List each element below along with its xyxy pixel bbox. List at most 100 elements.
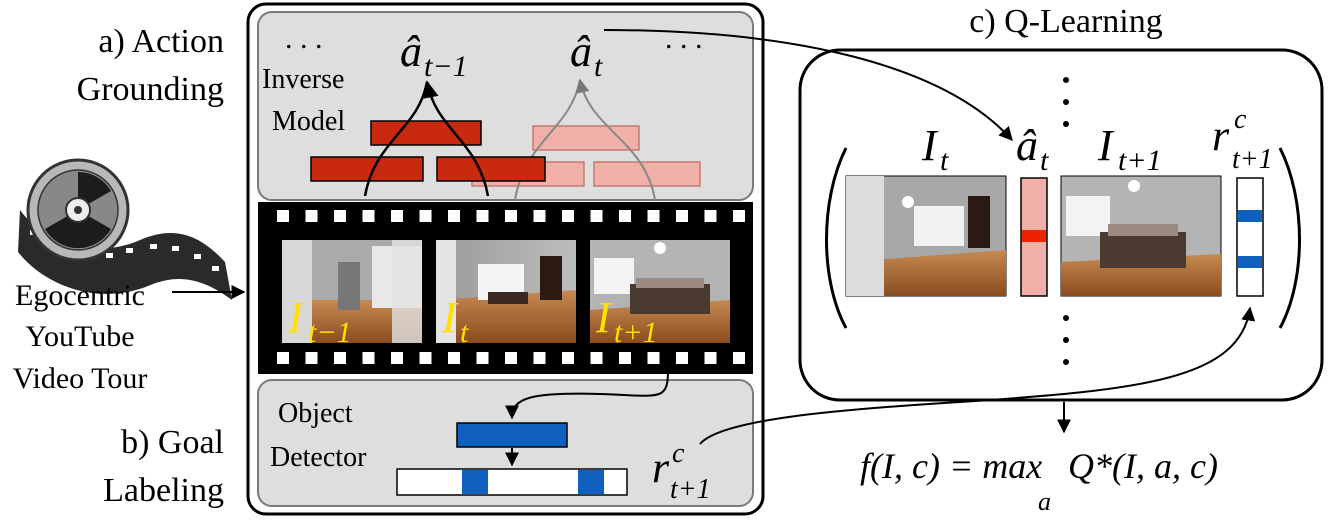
sprocket-hole <box>362 352 375 364</box>
film-strip: I t−1 I t I t+1 <box>258 202 753 374</box>
frame-label-next-I: I <box>595 293 613 342</box>
q-learning-tuple: I t â t I t+1 r c t+1 <box>825 77 1301 365</box>
film-sprockets <box>277 210 745 364</box>
tuple-reward-r: r <box>1212 111 1230 160</box>
frame-t-minus-1 <box>282 240 422 343</box>
tuple-image-t <box>845 175 1007 297</box>
ellipsis-left: . . . <box>285 22 323 55</box>
sprocket-hole <box>277 352 289 364</box>
action-grounding-line-1: a) Action <box>98 23 224 60</box>
sprocket-hole <box>277 210 289 222</box>
action-grounding-line-2: Grounding <box>77 71 224 108</box>
tuple-right-paren <box>1278 147 1301 329</box>
tuple-a-hat-sub: t <box>1040 144 1049 177</box>
goal-labeling-label: b) Goal Labeling <box>103 424 224 509</box>
sprocket-hole <box>619 352 631 364</box>
a-hat-prev: â <box>400 27 422 76</box>
reward-superscript: c <box>672 438 685 469</box>
sprocket-hole <box>733 210 745 222</box>
q-learning-title: c) Q-Learning <box>969 3 1163 40</box>
frame-t <box>436 240 576 343</box>
tuple-a-hat: â <box>1016 121 1038 170</box>
object-detector-panel: Object Detector r c t+1 <box>257 369 754 507</box>
source-line-3: Video Tour <box>13 362 148 395</box>
sprocket-hole <box>647 352 660 364</box>
reward-r: r <box>652 443 670 492</box>
frame-label-next-sub: t+1 <box>614 316 658 349</box>
sprocket-hole <box>448 352 460 364</box>
action-vector-marker <box>1022 230 1046 242</box>
frame-to-detector-arrow <box>505 369 669 420</box>
tuple-reward-superscript: c <box>1234 104 1247 135</box>
detector-block <box>456 422 568 448</box>
goal-vector-hit-1 <box>462 470 488 494</box>
sprocket-hole <box>505 210 517 222</box>
sprocket-hole <box>590 210 603 222</box>
ellipsis-right: . . . <box>665 22 703 55</box>
sprocket-hole <box>334 352 346 364</box>
sprocket-hole <box>647 210 660 222</box>
frame-label-cur-I: I <box>441 293 459 342</box>
object-detector-line-1: Object <box>278 398 353 429</box>
inverse-model-line-2: Model <box>272 106 345 137</box>
tuple-I-next-sub: t+1 <box>1118 144 1162 177</box>
sprocket-hole <box>419 210 432 222</box>
a-hat-current-subscript: t <box>594 50 603 83</box>
action-to-tuple-arrow <box>603 29 1013 142</box>
goal-vector-hit-2 <box>578 470 604 494</box>
sprocket-hole <box>562 210 574 222</box>
goal-vector-vertical-hit-1 <box>1238 210 1262 222</box>
sprocket-hole <box>562 352 574 364</box>
reward-label-left: r c t+1 <box>652 438 711 505</box>
reward-to-tuple-arrow <box>699 306 1256 445</box>
sprocket-hole <box>533 352 546 364</box>
formula-subscript: a <box>1038 487 1051 516</box>
sprocket-hole <box>590 352 603 364</box>
sprocket-hole <box>448 210 460 222</box>
goal-labeling-line-2: Labeling <box>103 472 224 509</box>
tuple-vertical-dots <box>1063 77 1069 365</box>
sprocket-hole <box>305 210 318 222</box>
source-label: Egocentric YouTube Video Tour <box>13 279 148 395</box>
tuple-reward-subscript: t+1 <box>1232 144 1273 175</box>
tuple-left-paren <box>825 147 848 329</box>
frame-label-cur-sub: t <box>460 316 469 349</box>
sprocket-hole <box>733 352 745 364</box>
tuple-I-t: I <box>921 121 939 170</box>
sprocket-hole <box>334 210 346 222</box>
action-grounding-label: a) Action Grounding <box>77 23 224 108</box>
inverse-model-line-1: Inverse <box>262 64 344 95</box>
reward-subscript: t+1 <box>670 474 711 505</box>
sprocket-hole <box>704 352 717 364</box>
sprocket-hole <box>362 210 375 222</box>
sprocket-hole <box>305 352 318 364</box>
sprocket-hole <box>476 210 489 222</box>
sprocket-hole <box>476 352 489 364</box>
tuple-I-t-sub: t <box>940 144 949 177</box>
goal-vector-vertical-hit-2 <box>1238 256 1262 268</box>
inverse-model-panel: . . . . . . Inverse Model â t−1 â t <box>257 11 754 201</box>
sprocket-hole <box>391 352 403 364</box>
goal-labeling-line-1: b) Goal <box>121 424 224 461</box>
film-reel-icon <box>18 158 232 300</box>
formula-left: f(I, c) = max <box>860 446 1042 486</box>
tuple-image-t-plus-1 <box>1060 175 1222 297</box>
source-line-1: Egocentric <box>15 279 145 312</box>
sprocket-hole <box>676 352 688 364</box>
sprocket-hole <box>533 210 546 222</box>
source-line-2: YouTube <box>25 320 134 353</box>
sprocket-hole <box>704 210 717 222</box>
value-formula: f(I, c) = max Q*(I, a, c) a <box>860 446 1218 516</box>
a-hat-prev-subscript: t−1 <box>424 50 468 83</box>
action-prev-label: â t−1 <box>400 27 468 83</box>
action-current-label: â t <box>570 27 603 83</box>
sprocket-hole <box>505 352 517 364</box>
frame-t-plus-1 <box>590 240 730 343</box>
tuple-I-next: I <box>1097 121 1115 170</box>
network-previous <box>310 80 546 197</box>
frame-label-prev-I: I <box>287 293 305 342</box>
frame-label-prev-sub: t−1 <box>308 316 352 349</box>
sprocket-hole <box>419 352 432 364</box>
sprocket-hole <box>391 210 403 222</box>
